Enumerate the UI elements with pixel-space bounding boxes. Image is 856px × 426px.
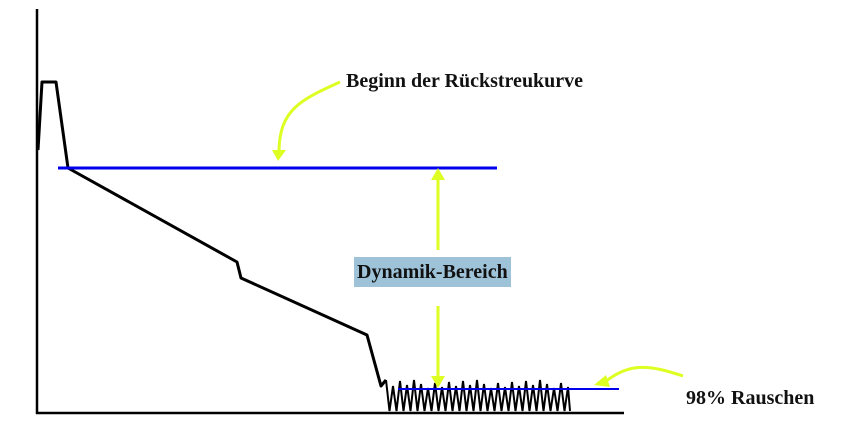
dynamic-range-label: Dynamik-Bereich: [354, 257, 511, 287]
noise-trace: [385, 379, 571, 412]
arrowhead-down: [431, 376, 445, 388]
backscatter-trace: [36, 80, 388, 388]
arrowhead-noise: [594, 375, 610, 387]
arrow-to-start-line: [277, 80, 341, 151]
backscatter-start-label: Beginn der Rückstreukurve: [346, 70, 584, 92]
noise-label: 98% Rauschen: [686, 387, 815, 409]
arrowhead-start: [272, 150, 286, 161]
arrow-to-noise-line: [604, 365, 684, 384]
arrowhead-up: [431, 168, 445, 180]
